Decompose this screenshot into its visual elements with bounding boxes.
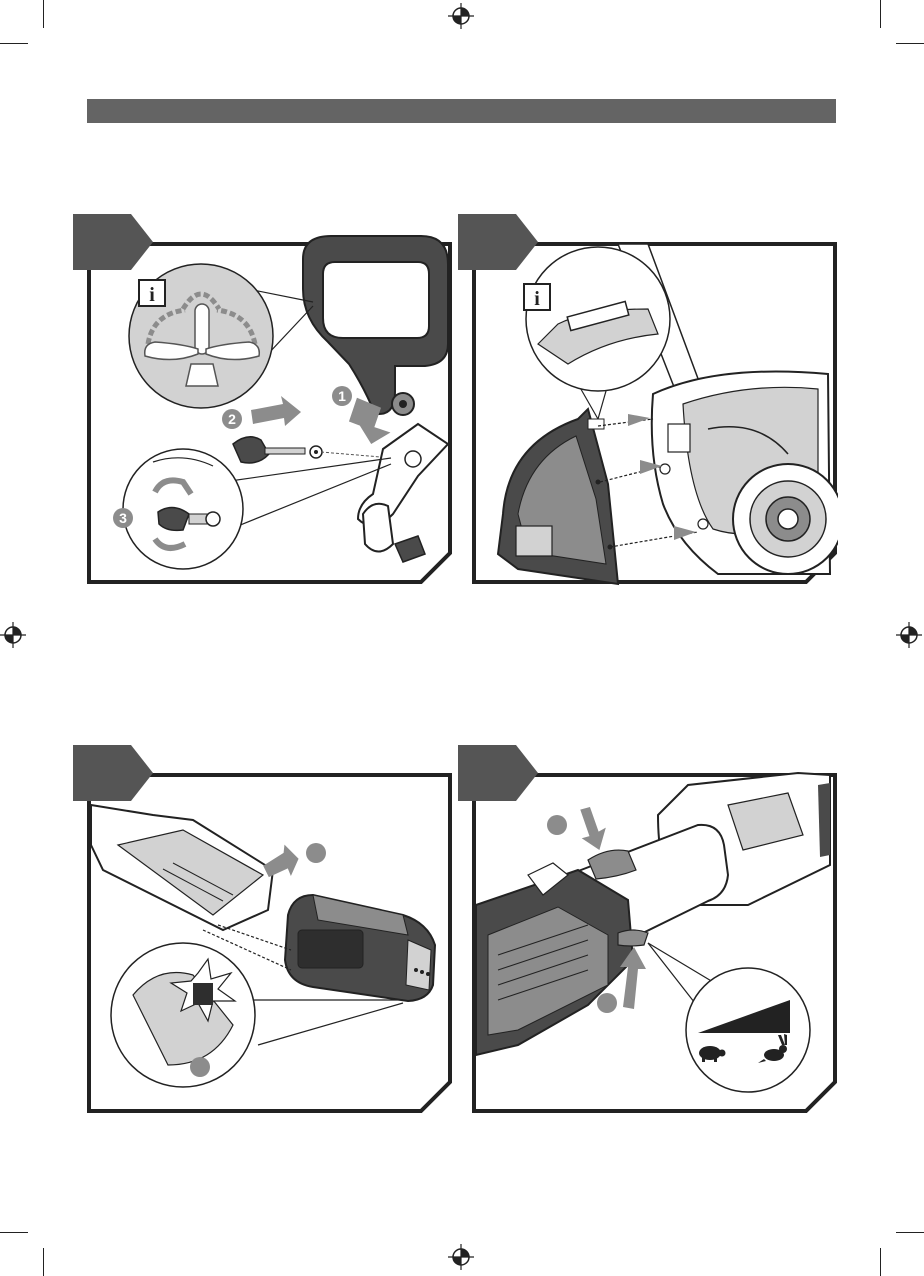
svg-text:1: 1 <box>338 388 346 404</box>
registration-crosshair-icon <box>896 622 922 648</box>
loop-handle-illustration <box>303 236 448 415</box>
registration-crosshair-icon <box>448 1244 474 1270</box>
panel-tab <box>73 745 153 801</box>
crop-mark-top-right-v <box>880 0 881 28</box>
crop-mark-top-left-h <box>0 43 28 44</box>
information-i-icon: i <box>524 284 550 310</box>
trimmer-head-illustration <box>652 372 838 575</box>
step-3-callout: 3 <box>113 449 391 569</box>
crop-mark-bottom-left-v <box>43 1248 44 1276</box>
svg-text:2: 2 <box>228 411 236 427</box>
shaft-clamp-illustration <box>321 424 448 562</box>
info-callout-circle <box>526 247 670 419</box>
registration-crosshair-icon <box>448 3 474 29</box>
info-glyph: i <box>534 288 540 310</box>
lock-off-button-illustration <box>547 804 636 879</box>
speed-callout-circle <box>648 943 810 1092</box>
crop-mark-bottom-right-v <box>880 1248 881 1276</box>
step-2-marker: 2 <box>222 396 301 429</box>
battery-pack-illustration <box>285 895 435 1001</box>
guard-illustration <box>498 409 618 584</box>
step-marker-insert <box>261 843 326 880</box>
knob-bolt-illustration <box>233 437 322 463</box>
info-glyph: i <box>149 284 155 306</box>
crop-mark-top-left-v <box>43 0 44 28</box>
information-i-icon: i <box>139 280 165 306</box>
crop-mark-bottom-left-h <box>0 1232 28 1233</box>
figure-panel-guard-assembly: i <box>458 214 838 586</box>
crop-mark-top-right-h <box>896 43 924 44</box>
section-header-bar <box>87 99 836 123</box>
battery-mount-illustration <box>91 805 273 930</box>
panel-tab <box>458 745 538 801</box>
figure-panel-trigger-operation <box>458 745 838 1115</box>
svg-text:3: 3 <box>119 510 127 526</box>
figure-panel-handle-assembly: i 1 2 <box>73 214 453 586</box>
figure-panel-battery-insertion <box>73 745 453 1115</box>
registration-crosshair-icon <box>0 622 26 648</box>
panel-tab <box>458 214 538 270</box>
panel-tab <box>73 214 153 270</box>
crop-mark-bottom-right-h <box>896 1232 924 1233</box>
